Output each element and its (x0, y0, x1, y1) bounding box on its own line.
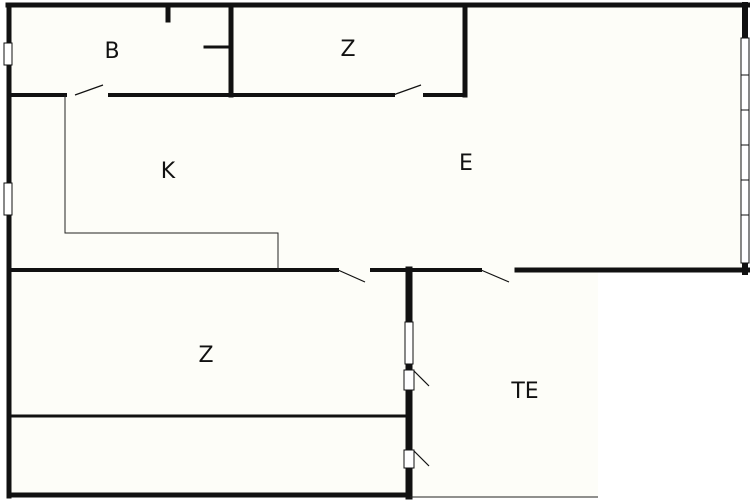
door-kitchen (337, 269, 366, 283)
floor-lower-left (8, 268, 410, 496)
door-terrace (480, 269, 510, 283)
room-labels: B Z K E Z TE (104, 37, 538, 404)
doors (74, 84, 510, 467)
window-left-top (3, 42, 13, 66)
door-bathroom (74, 84, 104, 96)
floor-main (8, 4, 748, 272)
window-terrace-wall (404, 321, 414, 365)
interior-walls (7, 2, 482, 418)
room-label-terrace: TE (510, 379, 538, 404)
floor-terrace (408, 270, 598, 498)
door-gap-terrace-a (403, 369, 415, 391)
door-gap-terrace-b (403, 449, 415, 469)
floor-areas (8, 4, 748, 498)
thin-lines (64, 95, 598, 498)
room-label-room-bottom: Z (198, 343, 213, 368)
door-terrace-lower-a (412, 369, 430, 387)
window-left-mid (3, 182, 13, 216)
kitchen-counter (64, 95, 279, 270)
room-label-room-top: Z (340, 37, 355, 62)
door-terrace-lower-b (412, 449, 430, 467)
door-gaps (403, 369, 415, 469)
room-label-kitchen: K (161, 159, 176, 184)
room-label-living: E (459, 151, 473, 176)
door-room-top (392, 84, 422, 96)
windows (3, 37, 750, 365)
window-right (740, 37, 750, 264)
room-label-bathroom: B (104, 39, 119, 64)
